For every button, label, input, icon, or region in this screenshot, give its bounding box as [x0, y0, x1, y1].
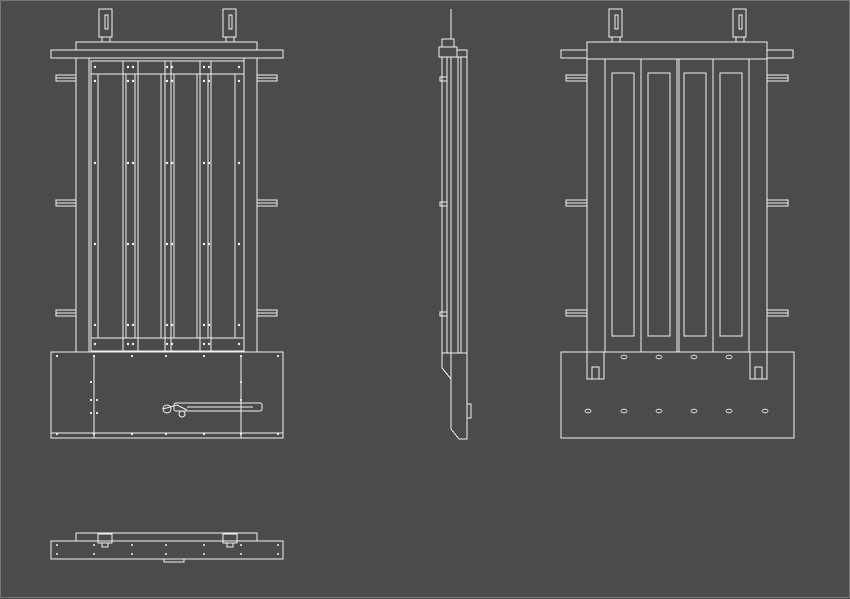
- outer-frame: [75, 57, 258, 353]
- rear-view: [560, 8, 795, 439]
- side-bottom-housing: [441, 352, 468, 440]
- door-panel-frame: [90, 60, 245, 352]
- side-handle: [466, 403, 472, 419]
- top-view-bolts: [56, 544, 279, 555]
- rear-header: [586, 41, 768, 60]
- header-rail: [75, 41, 258, 51]
- side-view: [438, 9, 472, 440]
- side-brackets-right: [256, 74, 278, 317]
- side-frame: [446, 56, 468, 354]
- door-handle-mechanism: [162, 402, 263, 418]
- front-view: [50, 8, 284, 439]
- top-view-bracket-left: [97, 533, 113, 544]
- side-brackets-left: [55, 74, 77, 317]
- top-view-body: [50, 540, 284, 560]
- bolt-pattern: [93, 65, 241, 346]
- top-view: [50, 532, 284, 563]
- rear-door-leaves: [604, 58, 750, 353]
- rear-hanger-bracket-right: [732, 8, 747, 43]
- top-view-bracket-right: [222, 533, 238, 544]
- top-beam: [50, 49, 284, 59]
- rear-side-brackets: [565, 74, 789, 317]
- hanger-bracket-left: [98, 8, 113, 43]
- vertical-slats: [97, 61, 236, 351]
- rear-bottom-housing: [560, 351, 795, 439]
- hanger-bracket-right: [222, 8, 237, 43]
- bottom-housing: [50, 351, 284, 439]
- side-top-cap: [441, 38, 455, 48]
- rear-hanger-bracket-left: [608, 8, 623, 43]
